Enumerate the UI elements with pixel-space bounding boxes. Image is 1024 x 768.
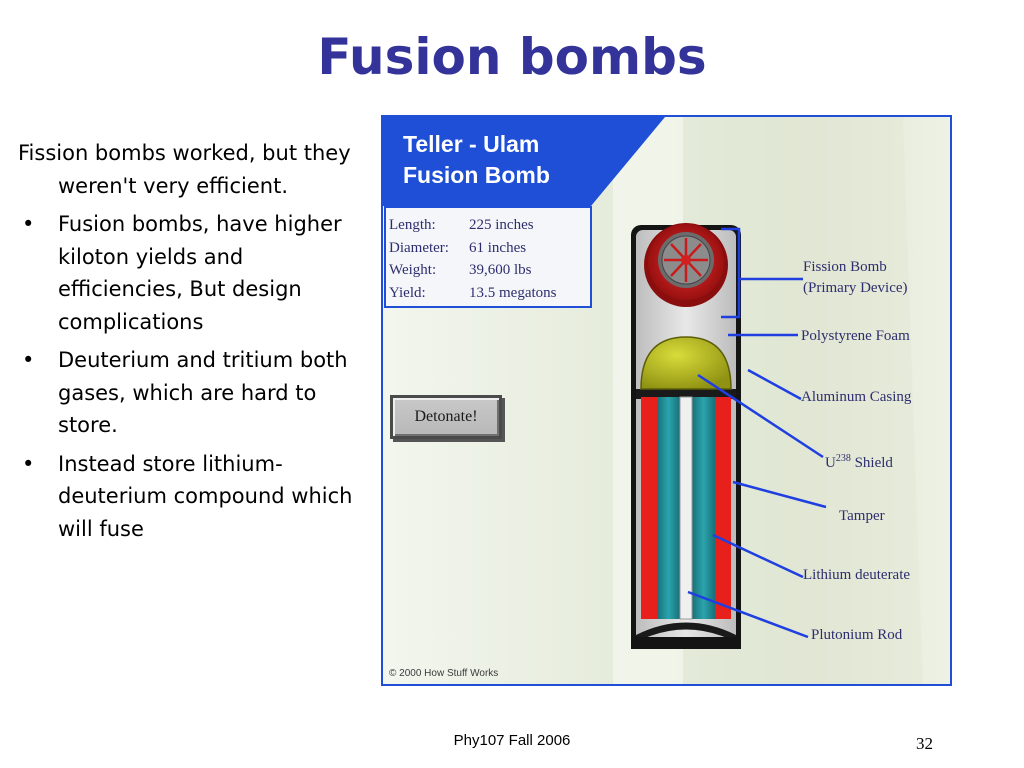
bullet-icon: •	[22, 212, 35, 236]
list-item: • Instead store lithium-deuterium compoun…	[18, 448, 368, 546]
spec-label: Weight:	[389, 262, 437, 278]
spec-table: Length: 225 inches Diameter: 61 inches Wei…	[389, 214, 589, 304]
label-shield-suffix: Shield	[850, 455, 893, 471]
label-fission-bomb-line1: Fission Bomb	[803, 259, 887, 275]
spec-value: 61 inches	[469, 239, 527, 256]
bullet-icon: •	[22, 348, 35, 372]
figure-title-line2: Fusion Bomb	[403, 162, 550, 188]
slide-title: Fusion bombs	[317, 28, 707, 86]
intro-text: Fission bombs worked, but they weren't v…	[18, 141, 351, 198]
spec-row: Length: 225 inches	[389, 214, 589, 237]
bullet-text: Deuterium and tritium both gases, which …	[58, 348, 348, 437]
spec-row: Diameter: 61 inches	[389, 237, 589, 260]
footer-course: Phy107 Fall 2006	[453, 732, 571, 749]
spec-row: Weight: 39,600 lbs	[389, 259, 589, 282]
figure-title: Teller - Ulam Fusion Bomb	[403, 129, 643, 191]
label-u238-shield: U238 Shield	[825, 448, 893, 474]
spec-row: Yield: 13.5 megatons	[389, 282, 589, 305]
label-aluminum-casing: Aluminum Casing	[801, 389, 912, 405]
bullet-text: Fusion bombs, have higher kiloton yields…	[58, 212, 342, 334]
bullet-icon: •	[22, 451, 35, 476]
teller-ulam-diagram: Teller - Ulam Fusion Bomb Length: 225 inc…	[381, 115, 952, 686]
label-u-superscript: 238	[835, 453, 851, 464]
label-tamper: Tamper	[839, 508, 885, 524]
spec-label: Length:	[389, 217, 436, 233]
list-item: • Deuterium and tritium both gases, which…	[18, 344, 368, 442]
slide-body: Fission bombs worked, but they weren't v…	[18, 137, 368, 551]
label-lithium-deuterate: Lithium deuterate	[803, 567, 911, 583]
spec-label: Diameter:	[389, 239, 449, 256]
label-fission-bomb: Fission Bomb (Primary Device)	[803, 257, 908, 299]
spec-value: 39,600 lbs	[469, 262, 532, 278]
figure-title-line1: Teller - Ulam	[403, 131, 540, 157]
list-item: • Fusion bombs, have higher kiloton yield…	[18, 208, 368, 338]
copyright-text: © 2000 How Stuff Works	[389, 668, 499, 679]
label-polystyrene-foam: Polystyrene Foam	[801, 328, 910, 344]
spec-value: 13.5 megatons	[469, 284, 557, 301]
label-u-prefix: U	[825, 455, 836, 471]
bullet-list: • Fusion bombs, have higher kiloton yield…	[18, 208, 368, 545]
label-plutonium-rod: Plutonium Rod	[811, 627, 903, 643]
spec-value: 225 inches	[469, 217, 534, 233]
spec-label: Yield:	[389, 284, 426, 301]
page-number: 32	[916, 734, 933, 753]
bomb-illustration	[383, 117, 950, 684]
label-primary-device: (Primary Device)	[803, 280, 908, 296]
bullet-text: Instead store lithium-deuterium compound…	[58, 451, 353, 541]
detonate-button[interactable]: Detonate!	[390, 395, 502, 439]
